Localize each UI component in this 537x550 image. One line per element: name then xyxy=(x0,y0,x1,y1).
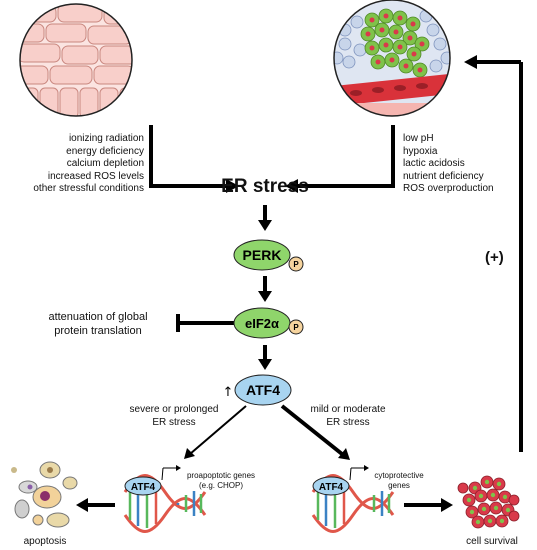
inhibition-line xyxy=(176,314,235,332)
perk-node xyxy=(233,239,304,272)
attenuation-label: attenuation of global protein translatio… xyxy=(48,311,148,337)
right-cause-item: nutrient deficiency xyxy=(403,170,484,182)
right-cause-item: hypoxia xyxy=(403,145,438,157)
left-dna-atf4-label: ATF4 xyxy=(131,482,156,493)
perk-phospho-label: P xyxy=(293,260,299,269)
eif2a-label: eIF2α xyxy=(245,316,279,331)
severe-branch-label: severe or prolonged ER stress xyxy=(129,404,219,428)
left-dna-illustration xyxy=(123,465,207,533)
to-survival-arrow xyxy=(404,498,453,512)
eif2a-to-atf4-arrow xyxy=(258,345,272,370)
eif2a-node xyxy=(233,307,304,339)
proapoptotic-genes-label: proapoptotic genes (e.g. CHOP) xyxy=(186,471,256,490)
apoptotic-cells-illustration xyxy=(11,461,78,528)
right-causes-list: low pH hypoxia lactic acidosis nutrient … xyxy=(403,133,494,196)
left-causes-list: ionizing radiation energy deficiency cal… xyxy=(0,133,144,196)
positive-feedback-label: (+) xyxy=(485,249,504,266)
cytoprotective-genes-label: cytoprotective genes xyxy=(374,471,424,490)
atf4-node xyxy=(234,374,292,406)
right-cause-item: low pH xyxy=(403,133,434,144)
to-apoptosis-arrow xyxy=(76,498,115,512)
left-cause-item: ionizing radiation xyxy=(68,133,144,144)
left-cause-item: other stressful conditions xyxy=(33,183,144,194)
severe-branch-arrow xyxy=(184,405,247,459)
positive-feedback-arrow xyxy=(464,55,523,452)
er-stress-title: ER stress xyxy=(221,176,309,197)
left-cause-item: increased ROS levels xyxy=(47,170,144,182)
atf4-upregulation-arrow: ↑ xyxy=(223,385,234,400)
normal-tissue-illustration xyxy=(19,3,133,117)
right-dna-atf4-label: ATF4 xyxy=(319,482,344,493)
right-cause-arrow xyxy=(285,125,395,193)
cell-survival-label: cell survival xyxy=(466,536,518,547)
survival-cell-cluster-illustration xyxy=(457,475,520,529)
tumor-tissue-illustration xyxy=(333,0,451,117)
perk-to-eif2a-arrow xyxy=(258,276,272,302)
right-cause-item: ROS overproduction xyxy=(403,183,494,194)
apoptosis-label: apoptosis xyxy=(23,536,67,547)
mild-branch-arrow xyxy=(280,404,350,460)
eif2a-phospho-label: P xyxy=(293,323,299,332)
left-cause-item: calcium depletion xyxy=(66,158,144,169)
left-cause-item: energy deficiency xyxy=(66,145,144,157)
atf4-label: ATF4 xyxy=(246,382,280,398)
perk-label: PERK xyxy=(243,247,282,263)
right-cause-item: lactic acidosis xyxy=(403,158,465,169)
left-cause-arrow xyxy=(149,125,239,193)
er-to-perk-arrow xyxy=(258,205,272,231)
right-dna-illustration xyxy=(311,465,395,533)
mild-branch-label: mild or moderate ER stress xyxy=(310,404,386,428)
